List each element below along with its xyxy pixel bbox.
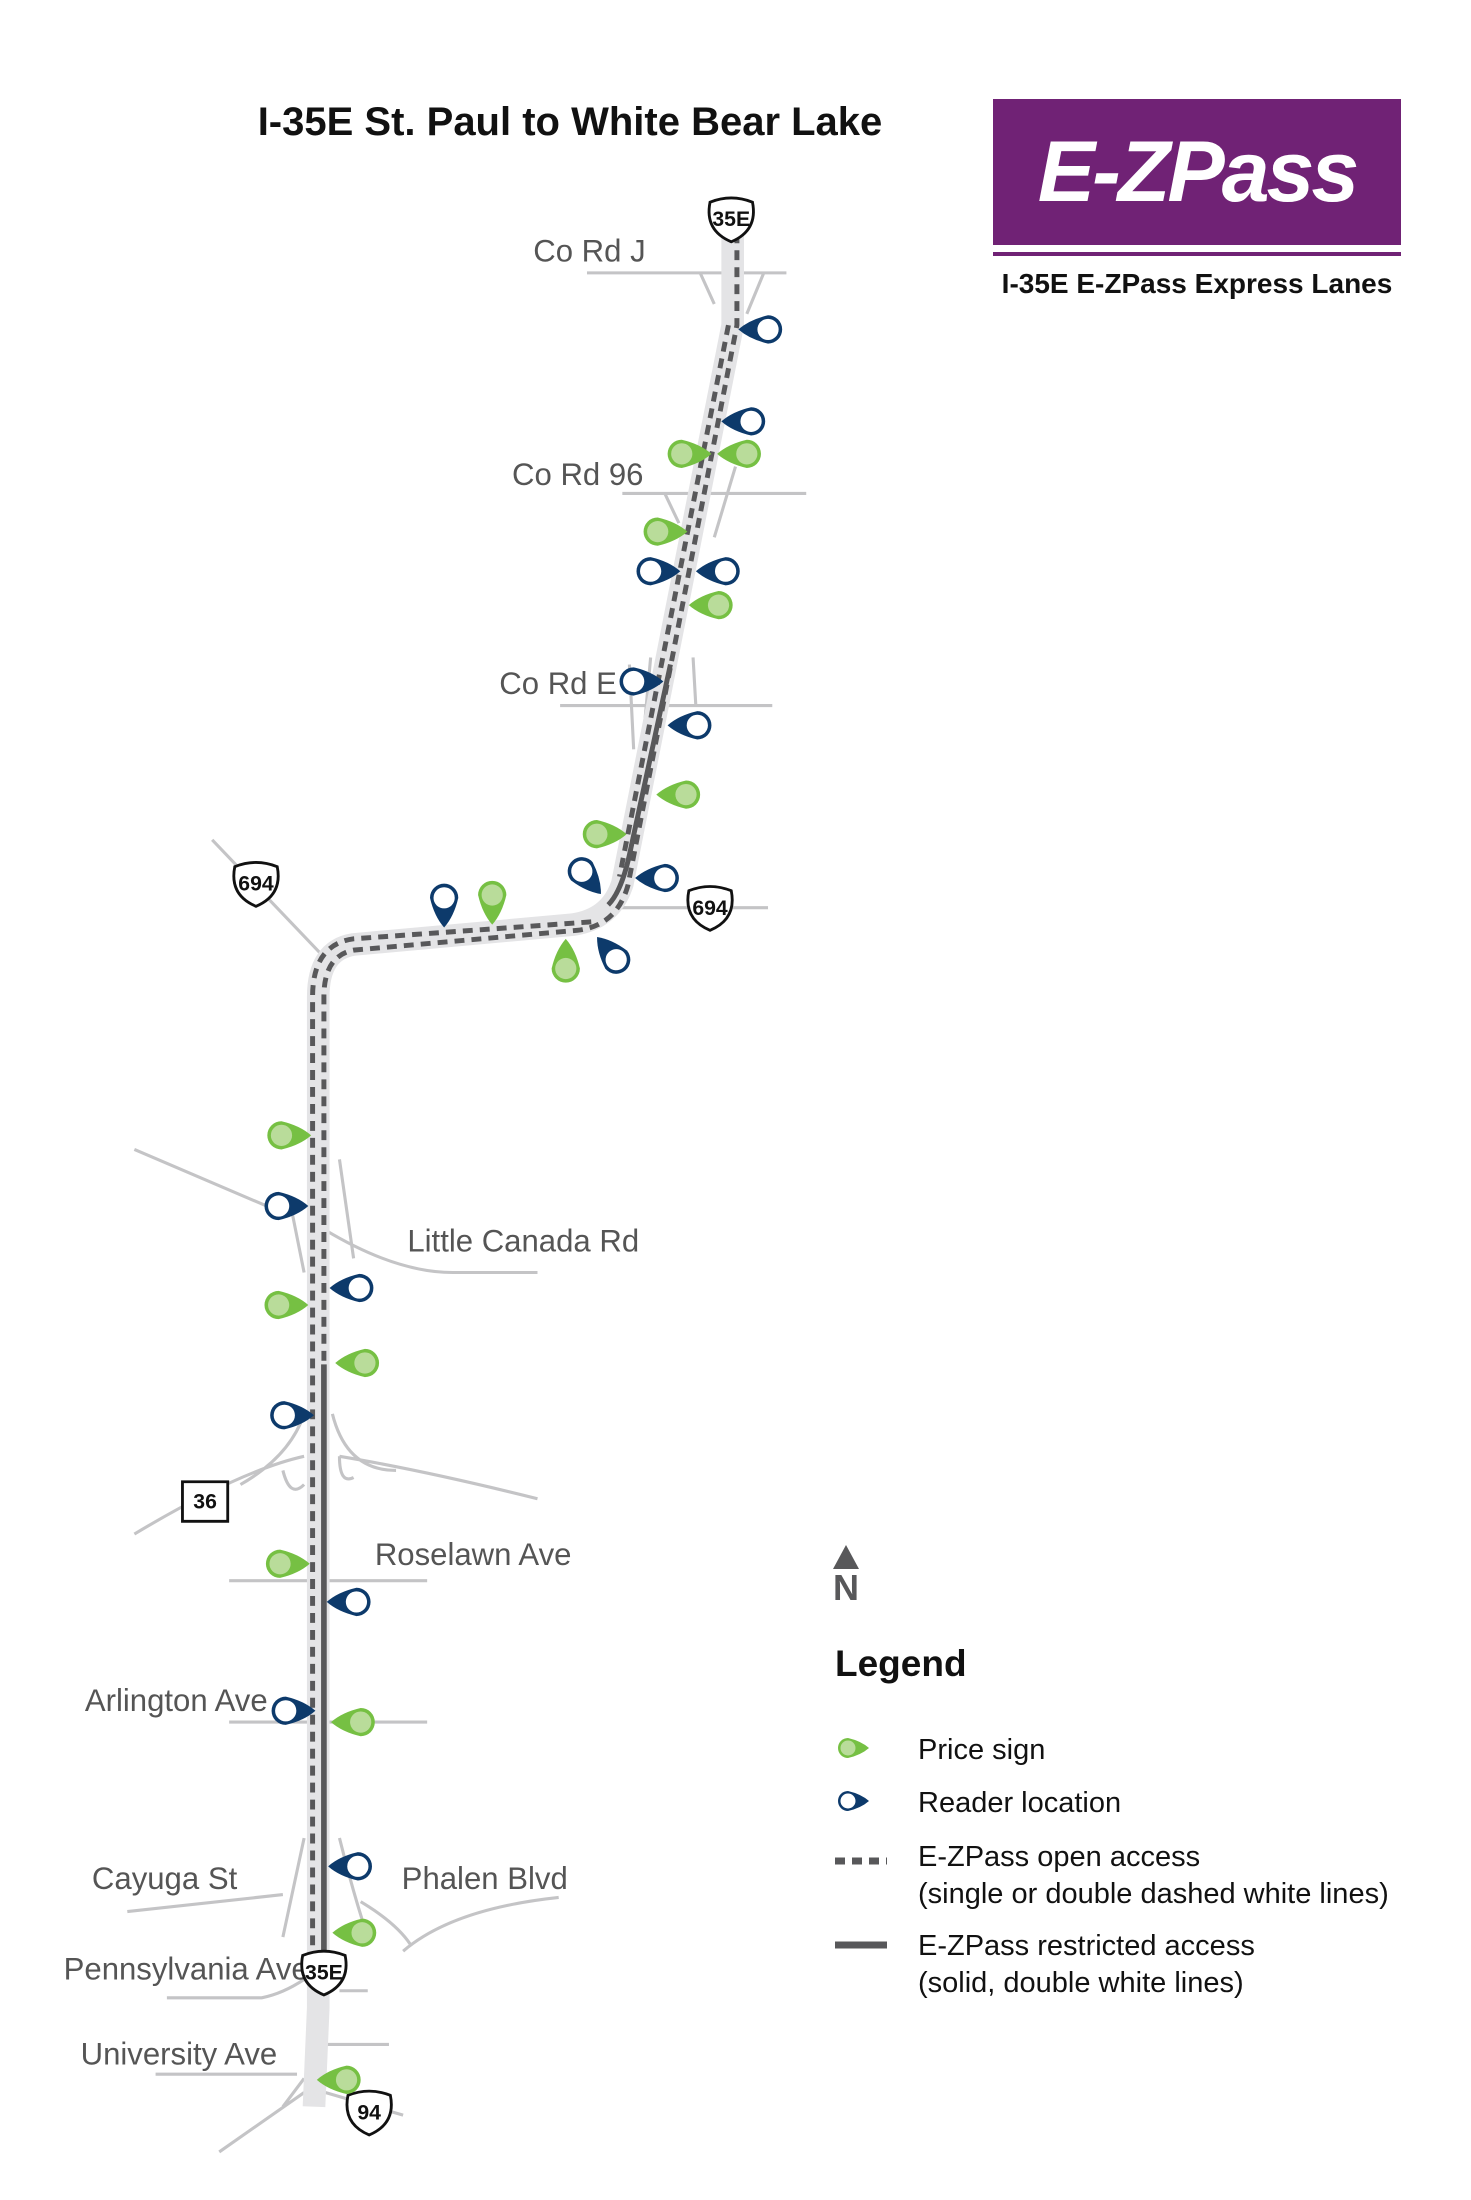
reader-location-marker: [597, 936, 631, 974]
shield-number: 35E: [305, 1961, 343, 1984]
label-pennsylvania-ave: Pennsylvania Ave: [64, 1951, 309, 1986]
shield-i35e-north: 35E: [707, 196, 755, 244]
shield-number: 694: [692, 897, 728, 920]
legend-label-main: E-ZPass open access: [918, 1841, 1201, 1873]
legend-title: Legend: [835, 1643, 967, 1684]
reader-location-marker: [271, 1696, 316, 1725]
label-little-canada-rd: Little Canada Rd: [407, 1223, 639, 1258]
legend-label-note: (single or double dashed white lines): [918, 1878, 1389, 1910]
price-sign-marker: [330, 1707, 375, 1737]
street-labels: Co Rd J Co Rd 96 Co Rd E Little Canada R…: [64, 234, 646, 2072]
price-sign-marker: [264, 1290, 309, 1320]
reader-location-marker: [328, 1852, 372, 1881]
reader-location-marker: [329, 1273, 374, 1303]
price-sign-marker: [582, 820, 627, 849]
price-sign-marker: [316, 2065, 361, 2094]
label-arlington-ave: Arlington Ave: [85, 1683, 268, 1718]
reader-location-marker: [270, 1401, 315, 1430]
dashed-line-icon: [835, 1857, 887, 1865]
reader-location-marker: [326, 1587, 371, 1617]
label-co-rd-e: Co Rd E: [499, 666, 617, 701]
price-sign-marker: [656, 780, 701, 809]
legend-label: Price sign: [918, 1734, 1046, 1766]
price-sign-marker: [265, 1549, 310, 1578]
shield-i694-east: 694: [686, 885, 734, 932]
label-roselawn-ave: Roselawn Ave: [375, 1537, 572, 1572]
price-sign-marker: [478, 880, 507, 925]
legend-label: E-ZPass restricted access (solid, double …: [918, 1928, 1255, 2002]
north-arrow: N: [830, 1545, 862, 1607]
legend-label-main: E-ZPass restricted access: [918, 1930, 1255, 1962]
price-sign-marker: [332, 1918, 377, 1947]
label-co-rd-j: Co Rd J: [533, 234, 645, 269]
map-markers: [264, 315, 783, 2094]
price-sign-marker: [335, 1348, 380, 1378]
ezpass-logo: E-ZPass: [993, 99, 1401, 245]
price-sign-marker: [267, 1121, 312, 1150]
shield-i694-west: 694: [232, 861, 280, 908]
price-sign-marker: [688, 591, 733, 620]
logo-text: E-ZPass: [1037, 123, 1359, 220]
shield-number: 36: [193, 1491, 217, 1514]
shield-mn36: 36: [181, 1480, 230, 1523]
legend-label: E-ZPass open access (single or double das…: [918, 1839, 1389, 1913]
price-sign-icon: [838, 1738, 869, 1758]
label-university-ave: University Ave: [81, 2036, 278, 2071]
highway-shields: 35E 694 694 36 35E 94: [181, 196, 755, 2137]
reader-location-marker: [567, 857, 601, 895]
reader-location-marker: [636, 557, 681, 586]
logo-divider: [993, 252, 1401, 256]
reader-location-marker: [619, 667, 664, 696]
reader-location-marker: [264, 1191, 309, 1221]
legend-label: Reader location: [918, 1787, 1122, 1819]
label-co-rd-96: Co Rd 96: [512, 457, 643, 492]
solid-line-icon: [835, 1941, 887, 1949]
shield-number: 35E: [712, 208, 750, 231]
shield-i35e-south: 35E: [300, 1949, 348, 1997]
label-phalen-blvd: Phalen Blvd: [402, 1861, 568, 1896]
reader-location-marker: [695, 557, 740, 586]
reader-location-marker: [721, 407, 766, 436]
open-access-lane: [321, 233, 740, 1365]
reader-location-marker: [635, 863, 679, 893]
legend-label-note: (solid, double white lines): [918, 1967, 1244, 1999]
shield-number: 94: [357, 2101, 381, 2124]
i35e-corridor: [302, 233, 744, 2108]
page-title: I-35E St. Paul to White Bear Lake: [257, 100, 883, 144]
label-cayuga-st: Cayuga St: [92, 1861, 238, 1896]
reader-location-marker: [429, 883, 459, 928]
reader-location-marker: [667, 711, 712, 740]
price-sign-marker: [551, 938, 580, 983]
price-sign-marker: [667, 439, 712, 468]
subtitle: I-35E E-ZPass Express Lanes: [1001, 268, 1393, 299]
price-sign-marker: [643, 517, 688, 546]
shield-i94: 94: [345, 2089, 393, 2137]
north-arrow-icon: [833, 1545, 859, 1569]
reader-location-marker: [738, 315, 783, 344]
price-sign-marker: [717, 439, 761, 468]
north-label: N: [833, 1567, 859, 1608]
shield-number: 694: [238, 873, 274, 896]
cross-streets: [127, 271, 807, 2154]
reader-location-icon: [838, 1791, 869, 1811]
